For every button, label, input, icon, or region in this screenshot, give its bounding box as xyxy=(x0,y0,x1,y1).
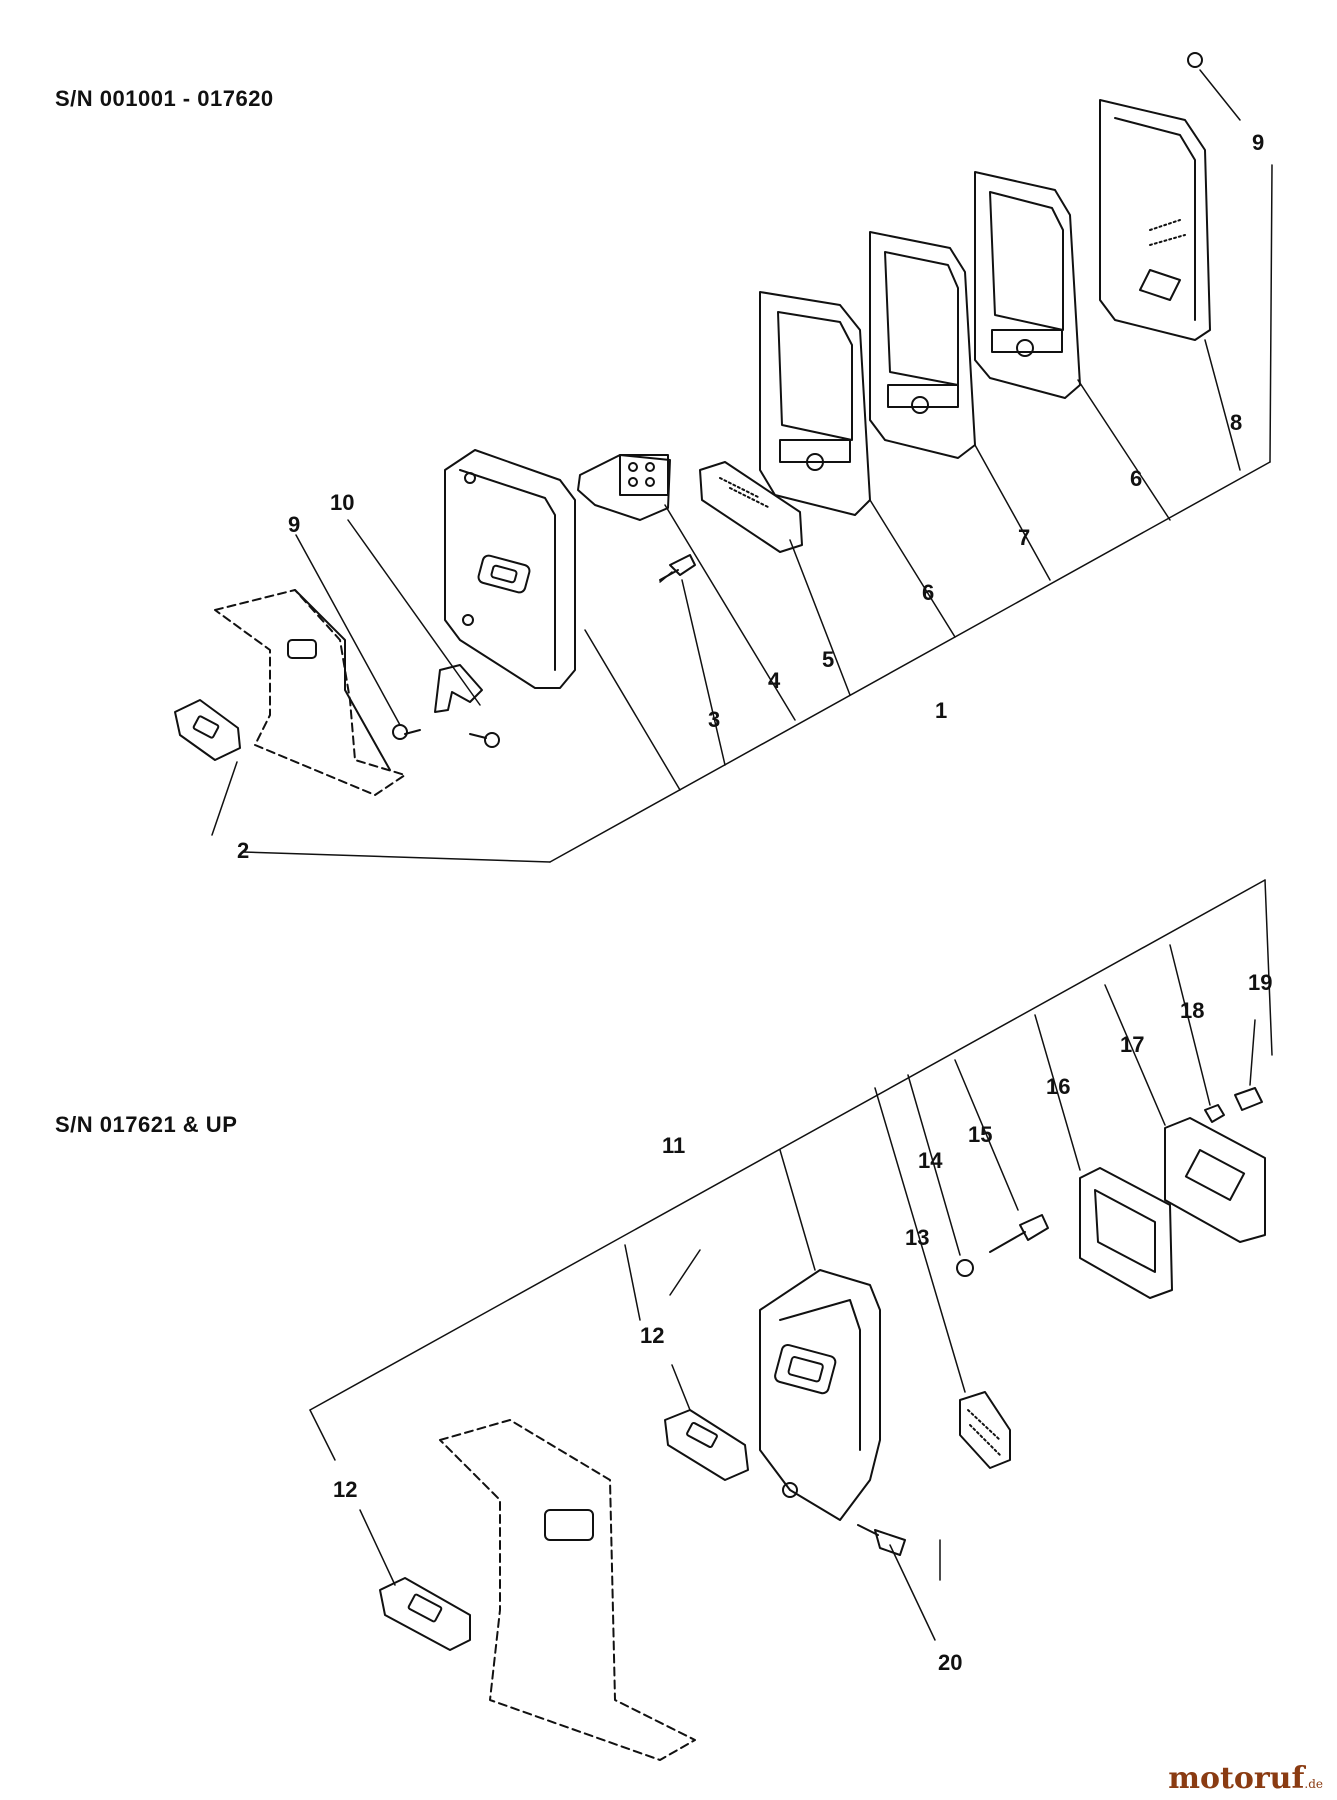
nut-bottom-18 xyxy=(1204,1104,1225,1123)
callout-18: 18 xyxy=(1180,998,1204,1023)
callout-13: 13 xyxy=(905,1225,929,1250)
muffler-cover-top xyxy=(1099,99,1211,341)
serial-range-heading-top: S/N 001001 - 017620 xyxy=(55,86,274,111)
baffle-gasket-3 xyxy=(974,171,1081,399)
outlet-cover-bottom xyxy=(1164,1117,1266,1243)
callout-1: 1 xyxy=(935,698,947,723)
callout-10: 10 xyxy=(330,490,354,515)
callouts-top: 9 10 2 3 4 5 6 7 6 8 9 1 xyxy=(237,130,1264,863)
exhaust-gasket-bottom-left xyxy=(379,1577,471,1651)
callout-9-left: 9 xyxy=(288,512,300,537)
exhaust-gasket-top xyxy=(174,699,241,761)
spark-screen-bottom xyxy=(959,1391,1011,1469)
callout-19: 19 xyxy=(1248,970,1272,995)
muffler-body-bottom xyxy=(759,1269,881,1521)
bracket-top xyxy=(434,664,483,713)
heat-shield-top xyxy=(214,589,406,796)
screw-top-left xyxy=(392,724,500,748)
bolt-bottom-20 xyxy=(857,1524,906,1556)
callout-6-b: 6 xyxy=(1130,466,1142,491)
callout-9-right: 9 xyxy=(1252,130,1264,155)
heat-shield-bottom xyxy=(439,1419,696,1761)
exhaust-gasket-bottom-center xyxy=(664,1409,749,1481)
screw-top-right xyxy=(1187,52,1203,68)
exhaust-flange-top xyxy=(577,454,671,521)
callout-3: 3 xyxy=(708,707,720,732)
callouts-bottom: 11 12 12 13 14 15 16 17 18 19 20 xyxy=(333,970,1272,1675)
muffler-body-top xyxy=(444,449,576,689)
callout-20: 20 xyxy=(938,1650,962,1675)
callout-6-a: 6 xyxy=(922,580,934,605)
callout-14: 14 xyxy=(918,1148,943,1173)
callout-15: 15 xyxy=(968,1122,992,1147)
watermark-logo: motoruf.de xyxy=(1168,1761,1323,1796)
bolt-top xyxy=(659,554,696,581)
callout-12-center: 12 xyxy=(640,1323,664,1348)
baffle-gasket-2 xyxy=(869,231,976,459)
bolt-bottom-15 xyxy=(989,1214,1049,1253)
callout-11: 11 xyxy=(662,1133,685,1158)
callout-5: 5 xyxy=(822,647,834,672)
leader-lines-top xyxy=(211,69,1273,863)
leader-lines-bottom xyxy=(309,879,1273,1641)
callout-7: 7 xyxy=(1018,525,1030,550)
callout-2: 2 xyxy=(237,838,249,863)
screw-bottom-19 xyxy=(1234,1087,1263,1111)
spark-screen-top xyxy=(699,461,803,553)
callout-17: 17 xyxy=(1120,1032,1144,1057)
callout-16: 16 xyxy=(1046,1074,1070,1099)
serial-range-heading-bottom: S/N 017621 & UP xyxy=(55,1112,238,1137)
callout-12-left: 12 xyxy=(333,1477,357,1502)
washer-bottom xyxy=(956,1259,974,1277)
baffle-gasket-1 xyxy=(759,291,871,516)
cover-gasket-bottom xyxy=(1079,1167,1173,1299)
callout-8: 8 xyxy=(1230,410,1242,435)
callout-4: 4 xyxy=(768,668,781,693)
